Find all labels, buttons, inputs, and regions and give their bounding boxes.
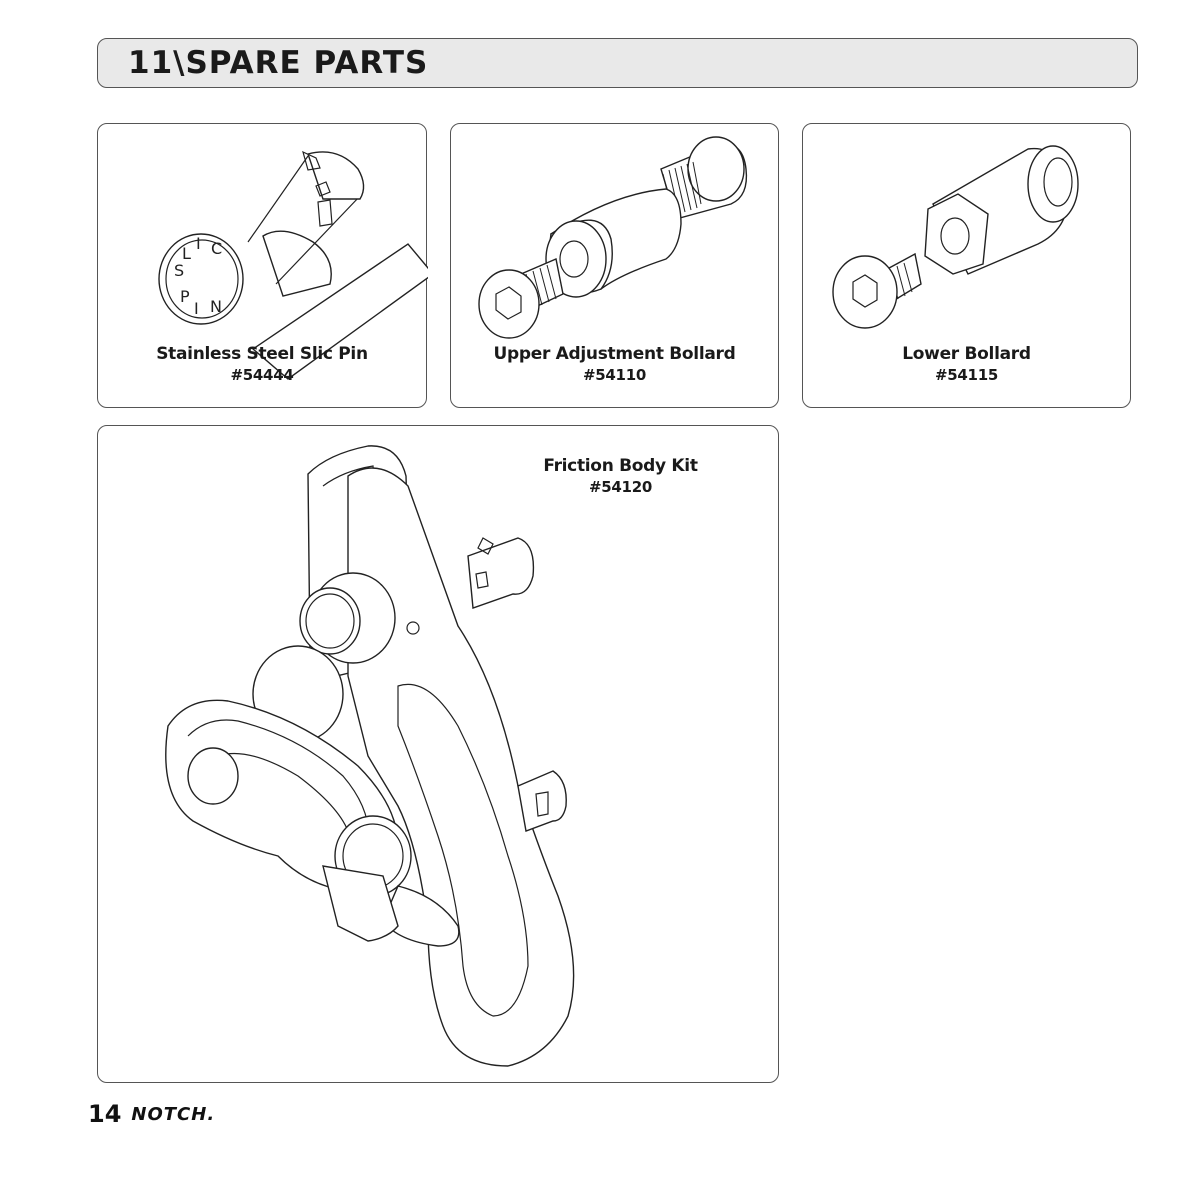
part-caption: Friction Body Kit #54120 xyxy=(498,456,743,498)
friction-body-illustration xyxy=(165,445,575,1067)
engraving-letter: I xyxy=(194,299,199,318)
engraving-letter: C xyxy=(211,239,222,258)
part-card-lower-bollard: Lower Bollard #54115 xyxy=(802,123,1131,408)
engraving-letter: P xyxy=(180,287,190,306)
page-footer: 14 NOTCH. xyxy=(88,1100,216,1128)
upper-bollard-illustration xyxy=(478,136,748,339)
part-name: Stainless Steel Slic Pin xyxy=(156,344,368,364)
part-number: #54444 xyxy=(230,366,294,384)
page-number: 14 xyxy=(88,1100,122,1128)
part-name: Friction Body Kit xyxy=(543,456,698,476)
part-number: #54110 xyxy=(583,366,646,384)
part-caption: Upper Adjustment Bollard #54110 xyxy=(451,344,778,386)
engraving-letter: L xyxy=(182,244,191,263)
part-name: Lower Bollard xyxy=(902,344,1031,364)
part-card-upper-bollard: Upper Adjustment Bollard #54110 xyxy=(450,123,779,408)
brand-logo: NOTCH. xyxy=(131,1103,216,1125)
part-name: Upper Adjustment Bollard xyxy=(493,344,736,364)
part-card-friction-body-kit: Friction Body Kit #54120 xyxy=(97,425,779,1083)
part-number: #54115 xyxy=(935,366,998,384)
slic-pin-illustration: S L I C P I N xyxy=(158,150,428,380)
engraving-letter: N xyxy=(210,297,222,316)
part-caption: Lower Bollard #54115 xyxy=(803,344,1130,386)
engraving-letter: S xyxy=(174,261,184,280)
part-number: #54120 xyxy=(589,478,652,496)
section-header: 11\SPARE PARTS xyxy=(97,38,1138,88)
part-caption: Stainless Steel Slic Pin #54444 xyxy=(98,344,426,386)
engraving-letter: I xyxy=(196,234,201,253)
lower-bollard-illustration xyxy=(832,145,1079,329)
section-title: 11\SPARE PARTS xyxy=(128,45,429,81)
part-card-slic-pin: S L I C P I N Stainless Steel Slic Pin #… xyxy=(97,123,428,408)
